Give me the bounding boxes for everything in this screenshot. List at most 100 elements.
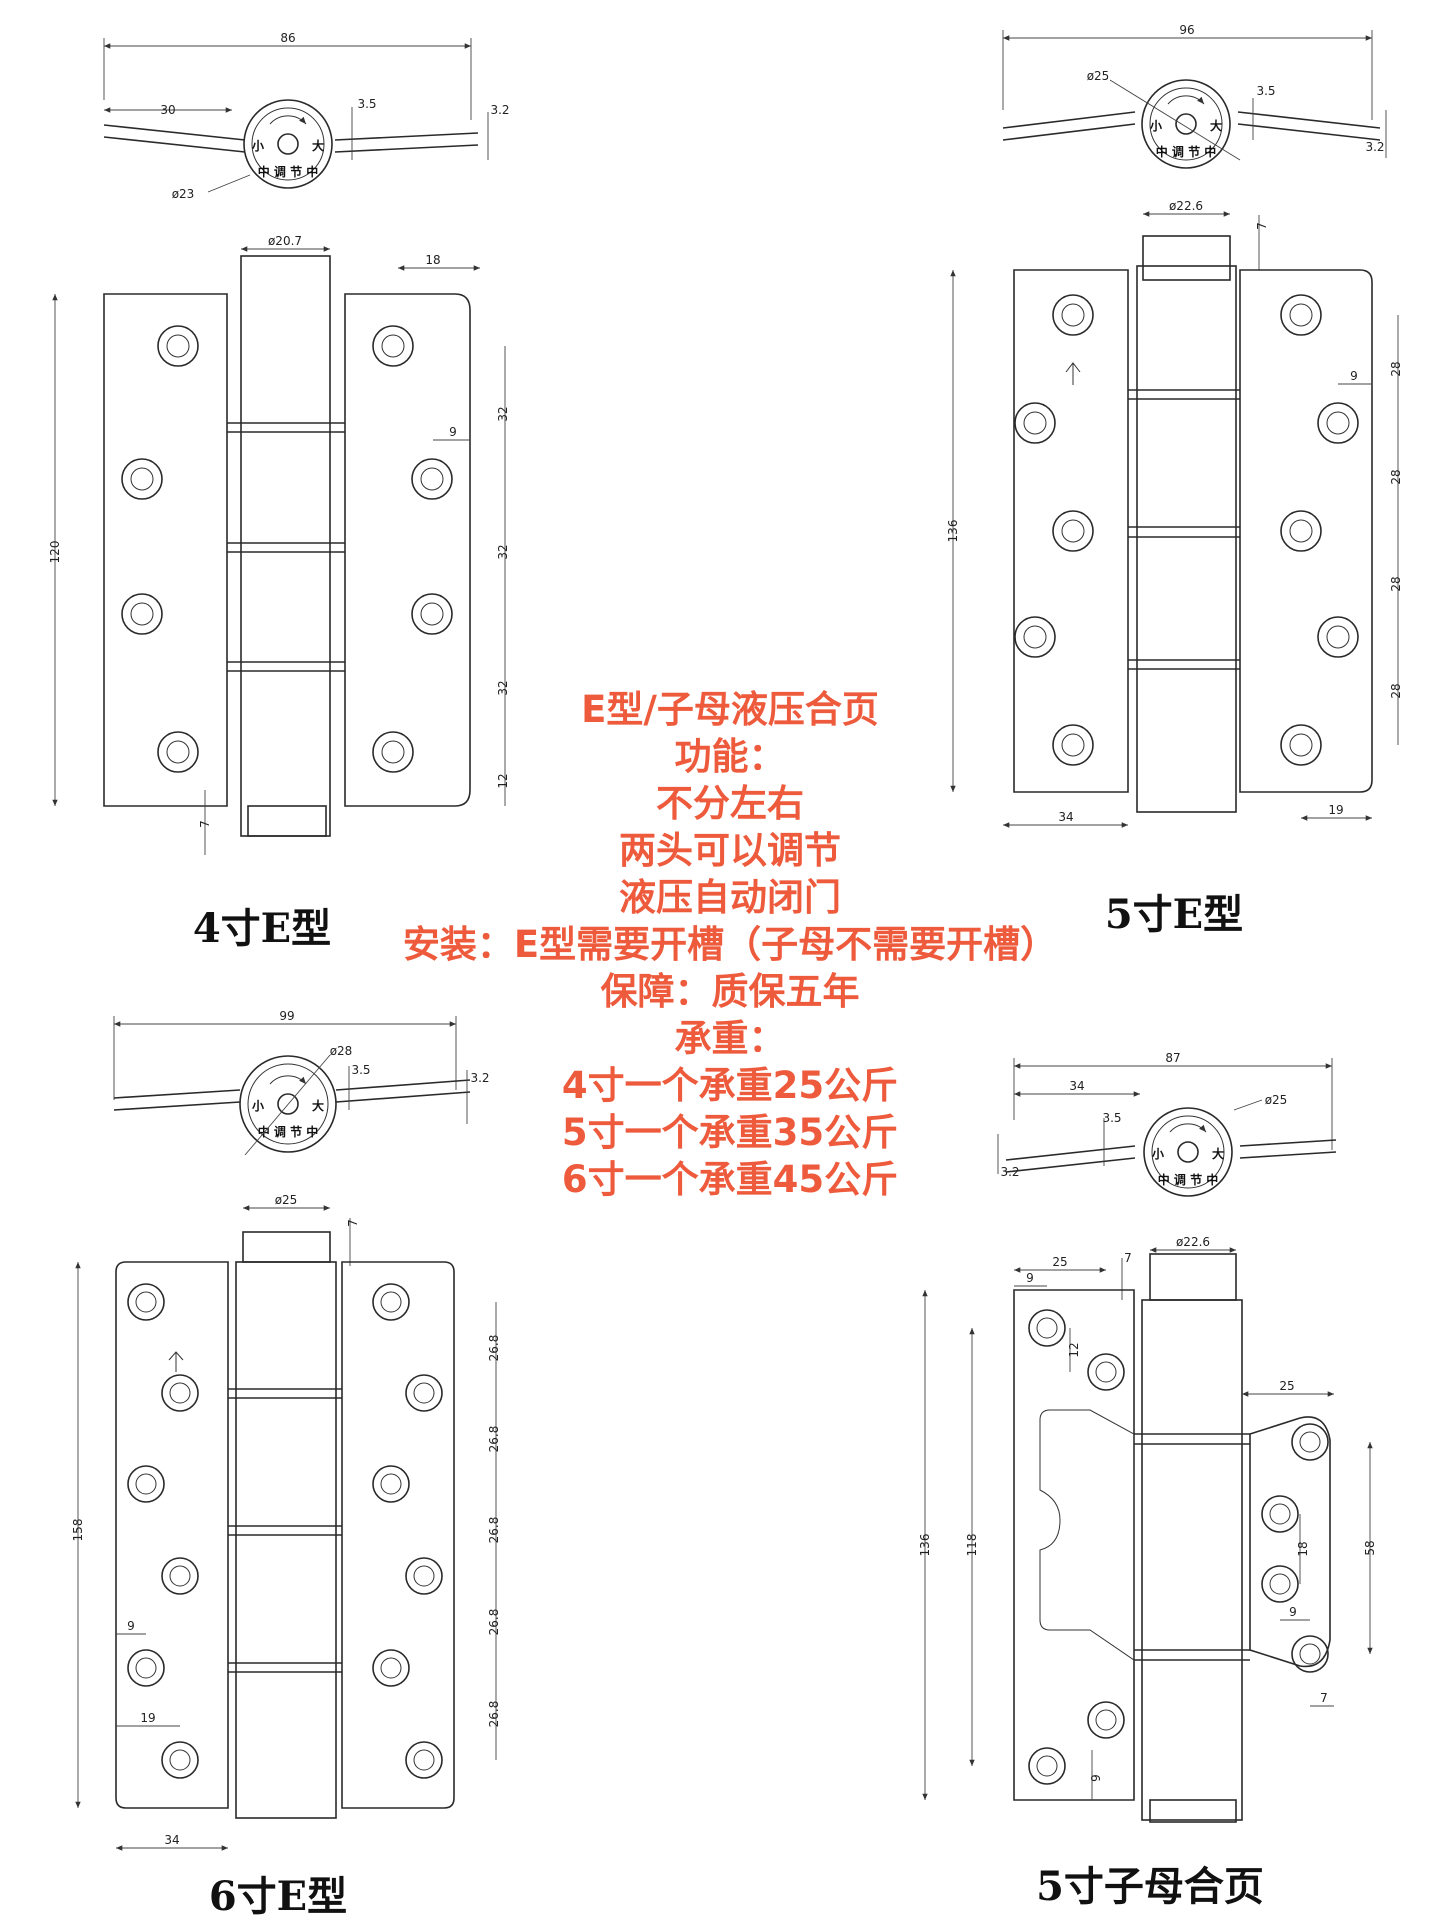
- knuckle-adjust-mark: 中 调 节 中: [1156, 144, 1217, 159]
- knuckle-small-mark: 小: [252, 138, 264, 153]
- top-view-6in: 99 小 大 中 调 节 中 ø28 3.5 3.2: [113, 1009, 490, 1156]
- screw-holes-5in: [1014, 294, 1359, 766]
- barrel-4in: [240, 255, 331, 837]
- knuckle-small-mark: 小: [252, 1098, 264, 1113]
- dim-leaf-5in: 34: [1058, 810, 1073, 824]
- dim-bottom-4in: 12: [496, 773, 510, 788]
- inner-leaf-flag: [1249, 1416, 1331, 1668]
- knuckle-adjust-mark: 中 调 节 中: [1158, 1172, 1219, 1187]
- dim-edge-4in: 18: [425, 253, 440, 267]
- dim-spacing-5in-3: 28: [1389, 576, 1403, 591]
- knuckle-large-mark: 大: [312, 1098, 324, 1113]
- dim-top-width-flag: 25: [1052, 1255, 1067, 1269]
- dim-height-4in: 120: [48, 541, 62, 564]
- dim-offset-6in: 9: [127, 1619, 135, 1633]
- knuckle-small-mark: 小: [1152, 1146, 1164, 1161]
- front-view-flag: ø22.6 25 9 7: [918, 1235, 1377, 1910]
- dim-edge-5in: 19: [1328, 803, 1343, 817]
- top-view-flag: 87 34 小 大 中 调 节 中 3.5 ø25 3.2: [997, 1051, 1337, 1197]
- dim-knuckle-4in: ø23: [172, 187, 195, 201]
- dim-knuckle-5in: ø25: [1087, 69, 1110, 83]
- outer-leaf-flag: [1013, 1289, 1135, 1801]
- dim-width-5in: 96: [1179, 23, 1194, 37]
- info-warranty: 保障：质保五年: [600, 970, 860, 1013]
- dim-bottom-pin-flag: 7: [1320, 1691, 1328, 1705]
- screw-holes-flag: [1028, 1309, 1329, 1785]
- info-load-label: 承重：: [674, 1017, 786, 1060]
- dim-hole-gap-flag: 12: [1067, 1342, 1081, 1357]
- up-arrow-icon: [168, 1351, 184, 1372]
- dim-right-offset-flag: 9: [1289, 1605, 1297, 1619]
- dim-pin-5in: 7: [1255, 222, 1269, 230]
- dim-width-6in: 99: [279, 1009, 294, 1023]
- dim-thick-flag: 3.2: [1000, 1165, 1019, 1179]
- dim-edge-6in: 19: [140, 1711, 155, 1725]
- info-feature-2: 两头可以调节: [619, 829, 841, 872]
- caption-5in: 5寸E型: [1105, 891, 1243, 938]
- screw-holes-6in: [127, 1283, 443, 1779]
- dim-thick-5in: 3.2: [1365, 140, 1384, 154]
- cutout-flag: [1039, 1409, 1135, 1661]
- dim-spacing-4in-2: 32: [496, 544, 510, 559]
- up-arrow-icon: [1065, 362, 1081, 385]
- front-view-4in: ø20.7 18 120: [48, 234, 510, 952]
- dim-inner-height-flag: 118: [965, 1534, 979, 1557]
- dim-spacing-5in-4: 28: [1389, 683, 1403, 698]
- dim-width-4in: 86: [280, 31, 295, 45]
- dim-hole-spacing-flag: 18: [1296, 1541, 1310, 1556]
- product-info-block: E型/子母液压合页 功能： 不分左右 两头可以调节 液压自动闭门 安装：E型需要…: [330, 686, 1130, 1203]
- dim-width-flag: 87: [1165, 1051, 1180, 1065]
- dim-height-6in: 158: [71, 1519, 85, 1542]
- dim-offset-5in: 9: [1350, 369, 1358, 383]
- dim-spacing-6in-4: 26.8: [487, 1609, 501, 1636]
- caption-6in: 6寸E型: [209, 1873, 347, 1920]
- dim-thick-4in: 3.2: [490, 103, 509, 117]
- dim-spacing-6in-2: 26.8: [487, 1426, 501, 1453]
- caption-flag: 5寸子母合页: [1036, 1863, 1264, 1910]
- info-install: 安装：E型需要开槽（子母不需要开槽）: [402, 923, 1058, 966]
- screw-holes-4in: [121, 325, 453, 773]
- knuckle-adjust-mark: 中 调 节 中: [258, 164, 319, 179]
- dim-knuckle-6in: ø28: [330, 1044, 353, 1058]
- dim-gap-5in: 3.5: [1256, 84, 1275, 98]
- dim-barrel-flag: ø22.6: [1176, 1235, 1210, 1249]
- dim-spacing-6in-5: 26.8: [487, 1701, 501, 1728]
- dim-wing-4in: 30: [160, 103, 175, 117]
- dim-bottom-offset-flag: 9: [1089, 1774, 1103, 1782]
- dim-pin-flag: 7: [1124, 1251, 1132, 1265]
- front-view-6in: ø25 7: [71, 1193, 501, 1920]
- hinge-5in-e-type: 96 小 大 中 调 节 中 ø25 3.5 3.2 ø22.6 7: [946, 23, 1403, 938]
- dim-height-flag: 136: [918, 1534, 932, 1557]
- info-title: E型/子母液压合页: [581, 688, 879, 731]
- barrel-flag: [1141, 1299, 1243, 1821]
- knuckle-small-mark: 小: [1150, 118, 1162, 133]
- barrel-6in: [235, 1261, 337, 1819]
- info-feature-3: 液压自动闭门: [619, 876, 841, 919]
- dim-pin-6in: 7: [346, 1219, 360, 1227]
- info-function-label: 功能：: [674, 735, 786, 778]
- dim-spacing-5in-1: 28: [1389, 361, 1403, 376]
- dim-gap-4in: 3.5: [357, 97, 376, 111]
- dim-barrel-5in: ø22.6: [1169, 199, 1203, 213]
- info-feature-1: 不分左右: [656, 782, 804, 825]
- dim-right-width-flag: 25: [1279, 1379, 1294, 1393]
- knuckle-large-mark: 大: [312, 138, 324, 153]
- dim-gap-6in: 3.5: [351, 1063, 370, 1077]
- dim-leaf-6in: 34: [164, 1833, 179, 1847]
- dim-right-span-flag: 58: [1363, 1540, 1377, 1555]
- dim-top-offset-flag: 9: [1026, 1271, 1034, 1285]
- dim-height-5in: 136: [946, 520, 960, 543]
- knuckle-adjust-mark: 中 调 节 中: [258, 1124, 319, 1139]
- dim-spacing-4in-3: 32: [496, 680, 510, 695]
- front-view-5in: ø22.6 7: [946, 199, 1403, 938]
- dim-pin-4in: 7: [198, 820, 212, 828]
- hinge-5in-flag-type: 87 34 小 大 中 调 节 中 3.5 ø25 3.2 ø22.6 25: [918, 1051, 1377, 1910]
- knuckle-large-mark: 大: [1212, 1146, 1224, 1161]
- hinge-4in-e-type: 86 30 小 大 中 调 节 中 ø23 3.5 3.2 ø20.7 18: [48, 31, 510, 952]
- dim-barrel-4in: ø20.7: [268, 234, 302, 248]
- info-load-5in: 5寸一个承重35公斤: [561, 1111, 899, 1154]
- hinge-6in-e-type: 99 小 大 中 调 节 中 ø28 3.5 3.2 ø25 7: [71, 1009, 501, 1920]
- caption-4in: 4寸E型: [193, 905, 331, 952]
